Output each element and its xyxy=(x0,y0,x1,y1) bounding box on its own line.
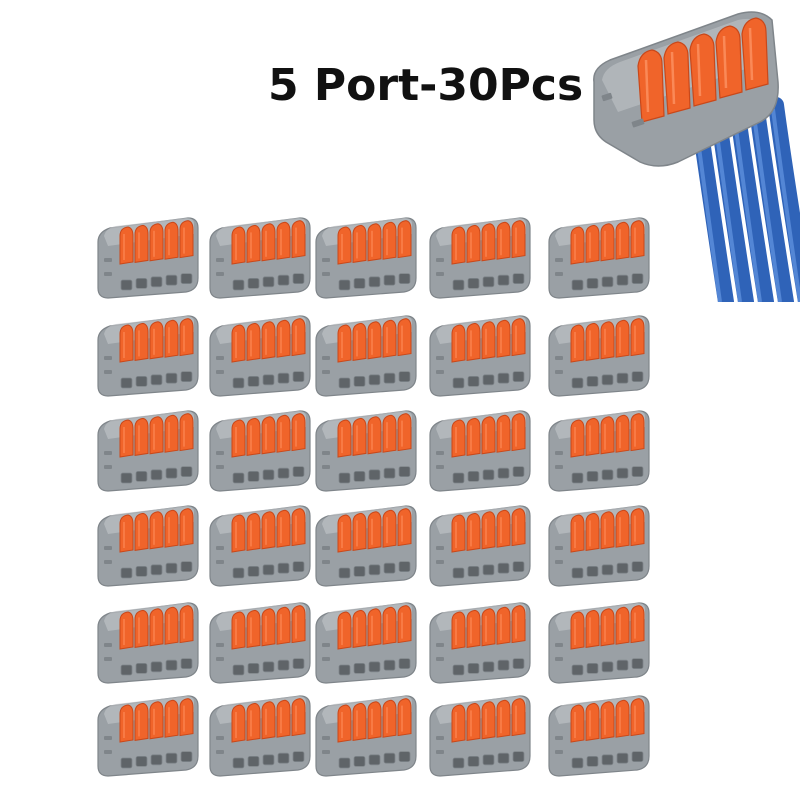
wire-connector xyxy=(209,217,311,299)
wire-connector xyxy=(548,602,650,684)
wire-connector xyxy=(209,695,311,777)
wire-connector xyxy=(429,695,531,777)
wire-connector xyxy=(548,217,650,299)
wire-connector xyxy=(209,315,311,397)
product-title: 5 Port-30Pcs xyxy=(268,60,584,111)
wire-connector xyxy=(429,217,531,299)
wire-connector xyxy=(315,410,417,492)
wire-connector xyxy=(429,410,531,492)
wire-connector xyxy=(97,505,199,587)
wire-connector xyxy=(429,602,531,684)
wire-connector xyxy=(429,315,531,397)
wire-connector xyxy=(209,410,311,492)
wire-connector xyxy=(315,217,417,299)
wire-connector xyxy=(209,602,311,684)
wire-connector xyxy=(429,505,531,587)
wire-connector xyxy=(97,695,199,777)
hero-connector xyxy=(593,11,779,167)
wire-connector xyxy=(97,602,199,684)
wire-connector xyxy=(315,602,417,684)
wire-connector xyxy=(315,315,417,397)
wire-connector xyxy=(548,505,650,587)
wire-connector xyxy=(97,410,199,492)
wire-connector xyxy=(315,505,417,587)
wire-connector xyxy=(97,217,199,299)
blue-wire xyxy=(768,97,800,302)
hero-connector-with-wires xyxy=(593,11,800,302)
wire-connector xyxy=(97,315,199,397)
wire-connector xyxy=(548,695,650,777)
wire-connector xyxy=(209,505,311,587)
wire-connector xyxy=(315,695,417,777)
wire-connector xyxy=(548,410,650,492)
wire-connector xyxy=(548,315,650,397)
